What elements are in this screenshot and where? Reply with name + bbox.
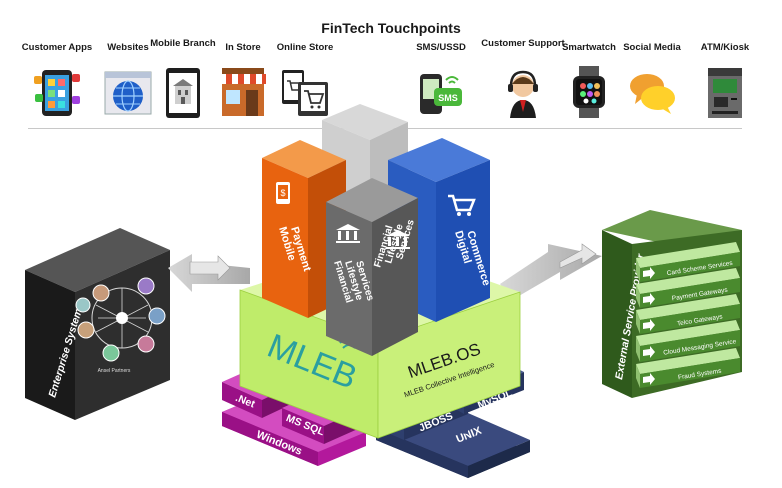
svg-text:$: $ [280, 188, 285, 198]
bank-icon [336, 224, 360, 243]
svg-text:SMS: SMS [438, 93, 458, 103]
service-cloud-messaging: Cloud Messaging Service [636, 320, 740, 362]
speech-bubbles-icon [630, 74, 675, 114]
headset-agent-icon [508, 70, 538, 118]
smartphone-apps-icon [34, 70, 80, 116]
diagram-title: FinTech Touchpoints [321, 20, 461, 36]
globe-browser-icon [104, 71, 152, 115]
storefront-icon [220, 68, 266, 116]
touchpoint-label-in-store: In Store [225, 42, 261, 53]
enterprise-systems-box: Enterprise Systems [25, 228, 170, 420]
enterprise-connector-arrow [168, 254, 250, 292]
devices-cart-icon [282, 70, 328, 116]
arrow-right-icon [643, 293, 655, 305]
external-connector-arrow [500, 243, 602, 300]
external-services-list: Card Scheme Services Payment Gateways Te… [636, 242, 740, 388]
touchpoint-label-websites: Websites [107, 42, 149, 53]
background-block [322, 104, 408, 140]
service-payment-gateways: Payment Gateways [636, 268, 740, 308]
arrow-right-icon [643, 319, 655, 331]
block-financial-lifestyle: Financial Lifestyle Services Financial L… [326, 178, 418, 356]
atm-icon [708, 68, 742, 118]
touchpoint-label-social-media: Social Media [623, 42, 681, 53]
enterprise-hub-caption: Ansel Partners [98, 368, 131, 374]
service-card-scheme: Card Scheme Services [636, 242, 740, 282]
touchpoint-label-atm-kiosk: ATM/Kiosk [700, 42, 750, 53]
sms-phone-icon: SMS [420, 74, 462, 114]
touchpoint-label-customer-apps: Customer Apps [21, 42, 93, 53]
touchpoint-label-mobile-branch: Mobile Branch [150, 38, 216, 49]
touchpoint-label-sms-ussd: SMS/USSD [416, 42, 466, 53]
service-fraud-systems: Fraud Systems [636, 348, 740, 388]
bank-icon-2 [386, 230, 410, 249]
touchpoint-label-smartwatch: Smartwatch [562, 42, 616, 53]
enterprise-network-hub: Ansel Partners [75, 277, 166, 374]
mobile-payment-icon: $ [276, 182, 290, 204]
touchpoint-label-online-store: Online Store [276, 42, 334, 53]
shopping-cart-icon [448, 194, 476, 216]
arrow-right-icon [643, 373, 655, 385]
arrow-right-icon [643, 267, 655, 279]
touchpoint-label-customer-support: Customer Support [481, 38, 565, 49]
smartwatch-icon [573, 66, 605, 118]
tablet-building-icon [166, 68, 200, 118]
arrow-right-icon [643, 346, 655, 358]
